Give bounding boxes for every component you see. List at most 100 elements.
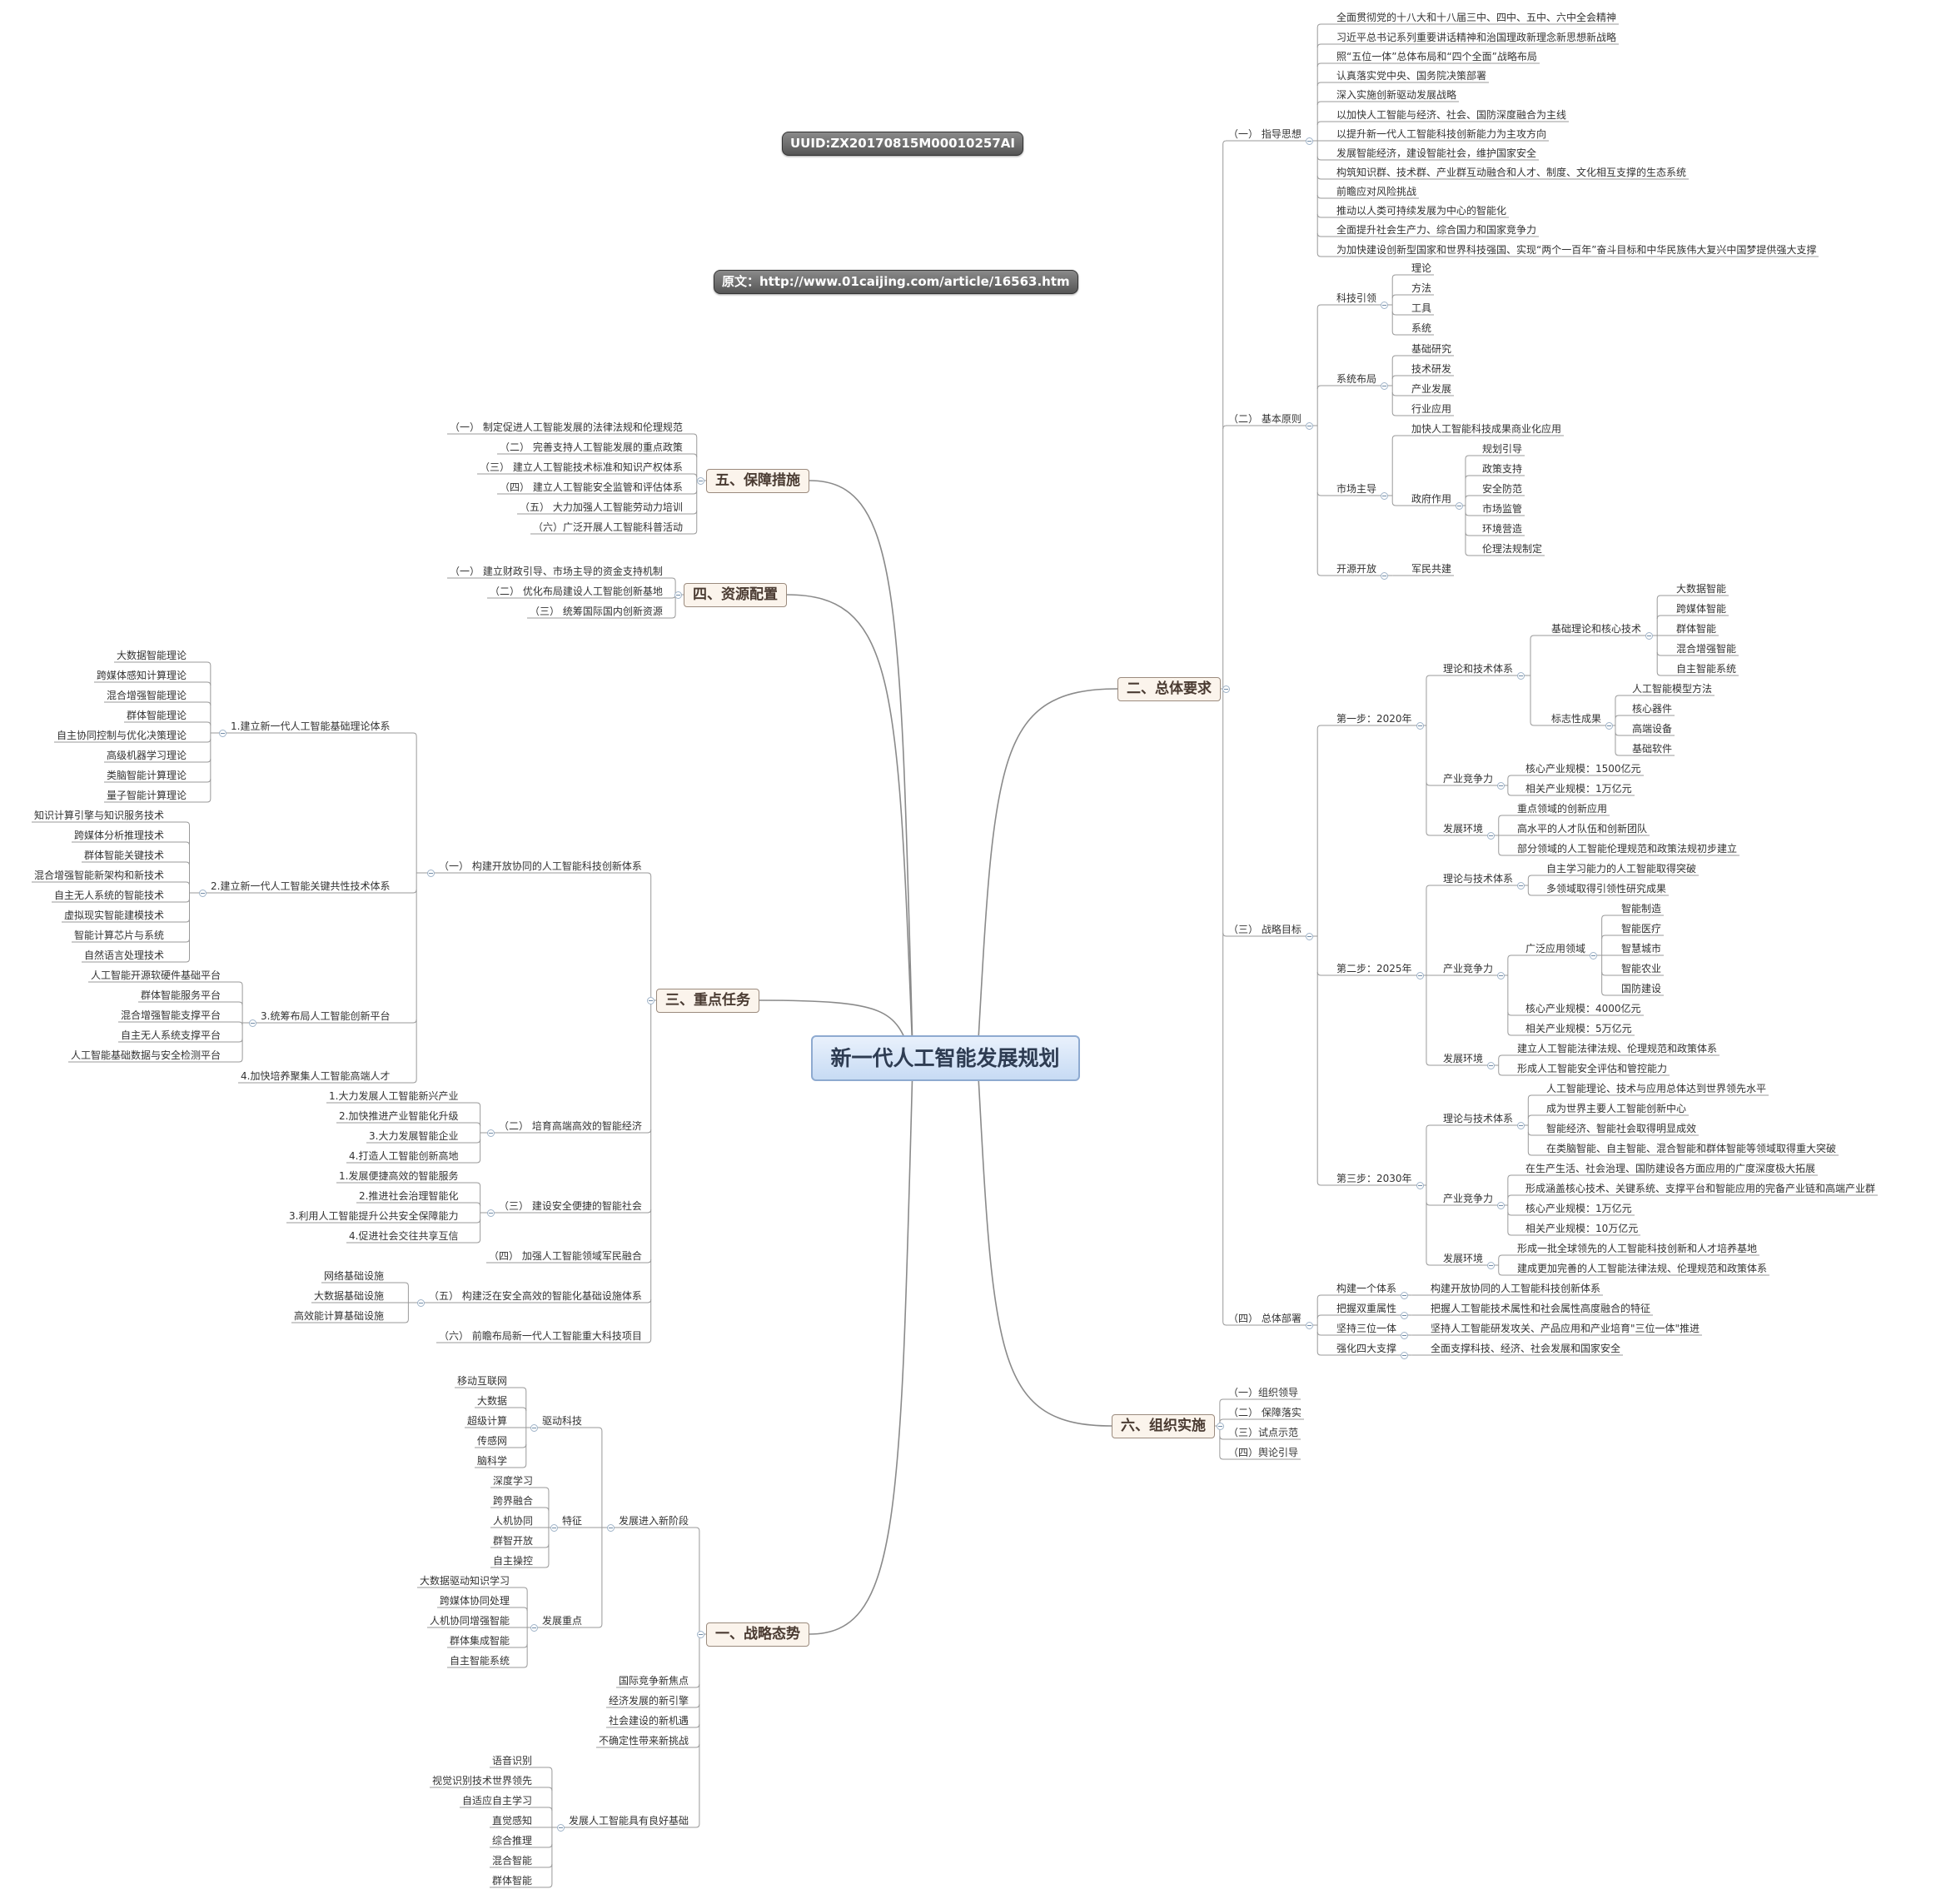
subtopic-node[interactable]: 以加快人工智能与经济、社会、国防深度融合为主线 bbox=[1336, 109, 1567, 121]
subtopic-node[interactable]: （五） 大力加强人工智能劳动力培训 bbox=[520, 501, 683, 513]
subtopic-node[interactable]: 2.加快推进产业智能化升级 bbox=[339, 1110, 459, 1122]
subtopic-node[interactable]: 3.大力发展智能企业 bbox=[369, 1130, 459, 1142]
collapse-toggle-icon[interactable] bbox=[1416, 1181, 1424, 1189]
subtopic-node[interactable]: 系统 bbox=[1411, 322, 1432, 334]
collapse-toggle-icon[interactable] bbox=[1497, 971, 1505, 979]
subtopic-node[interactable]: 语音识别 bbox=[492, 1755, 533, 1767]
subtopic-node[interactable]: 技术研发 bbox=[1411, 363, 1452, 375]
collapse-toggle-icon[interactable] bbox=[1416, 971, 1424, 979]
subtopic-node[interactable]: （一） 指导思想 bbox=[1228, 128, 1301, 140]
subtopic-node[interactable]: 群体智能理论 bbox=[127, 710, 187, 721]
subtopic-node[interactable]: 建成更加完善的人工智能法律法规、伦理规范和政策体系 bbox=[1517, 1263, 1768, 1274]
subtopic-node[interactable]: 前瞻应对风险挑战 bbox=[1336, 186, 1417, 197]
subtopic-node[interactable]: 推动以人类可持续发展为中心的智能化 bbox=[1336, 205, 1507, 217]
subtopic-node[interactable]: 产业竞争力 bbox=[1443, 773, 1494, 785]
subtopic-node[interactable]: （四） 建立人工智能安全监管和评估体系 bbox=[500, 481, 683, 493]
subtopic-node[interactable]: （二） 保障落实 bbox=[1228, 1407, 1301, 1418]
subtopic-node[interactable]: 军民共建 bbox=[1411, 563, 1452, 575]
main-topic[interactable]: 四、资源配置 bbox=[684, 582, 787, 607]
subtopic-node[interactable]: 理论与技术体系 bbox=[1443, 873, 1514, 885]
subtopic-node[interactable]: 规划引导 bbox=[1482, 443, 1523, 455]
subtopic-node[interactable]: 构建一个体系 bbox=[1336, 1283, 1397, 1294]
subtopic-node[interactable]: 自主无人系统的智能技术 bbox=[54, 890, 165, 901]
subtopic-node[interactable]: 在类脑智能、自主智能、混合智能和群体智能等领域取得重大突破 bbox=[1546, 1143, 1837, 1154]
subtopic-node[interactable]: 大数据智能 bbox=[1676, 583, 1727, 595]
subtopic-node[interactable]: 坚持三位一体 bbox=[1336, 1323, 1397, 1334]
subtopic-node[interactable]: 广泛应用领域 bbox=[1525, 943, 1586, 954]
subtopic-node[interactable]: 工具 bbox=[1411, 302, 1432, 314]
subtopic-node[interactable]: 知识计算引擎与知识服务技术 bbox=[34, 810, 165, 821]
subtopic-node[interactable]: 建立人工智能法律法规、伦理规范和政策体系 bbox=[1517, 1043, 1718, 1054]
subtopic-node[interactable]: 发展进入新阶段 bbox=[619, 1515, 689, 1527]
collapse-toggle-icon[interactable] bbox=[647, 996, 654, 1004]
subtopic-node[interactable]: 混合增强智能新架构和新技术 bbox=[34, 870, 165, 881]
collapse-toggle-icon[interactable] bbox=[1401, 1311, 1408, 1319]
collapse-toggle-icon[interactable] bbox=[427, 869, 435, 877]
subtopic-node[interactable]: 把握双重属性 bbox=[1336, 1303, 1397, 1314]
subtopic-node[interactable]: 人工智能基础数据与安全检测平台 bbox=[71, 1049, 221, 1061]
subtopic-node[interactable]: 为加快建设创新型国家和世界科技强国、实现“两个一百年”奋斗目标和中华民族伟大复兴… bbox=[1336, 244, 1817, 256]
subtopic-node[interactable]: 国防建设 bbox=[1621, 983, 1662, 994]
subtopic-node[interactable]: 跨媒体协同处理 bbox=[440, 1595, 510, 1607]
subtopic-node[interactable]: 网络基础设施 bbox=[324, 1270, 385, 1282]
subtopic-node[interactable]: （一） 制定促进人工智能发展的法律法规和伦理规范 bbox=[450, 421, 683, 433]
subtopic-node[interactable]: 系统布局 bbox=[1336, 373, 1377, 385]
subtopic-node[interactable]: （一）组织领导 bbox=[1228, 1387, 1299, 1398]
subtopic-node[interactable]: 科技引领 bbox=[1336, 292, 1377, 304]
subtopic-node[interactable]: 智能医疗 bbox=[1621, 923, 1662, 935]
subtopic-node[interactable]: 构建开放协同的人工智能科技创新体系 bbox=[1431, 1283, 1601, 1294]
collapse-toggle-icon[interactable] bbox=[1222, 685, 1230, 693]
subtopic-node[interactable]: 核心产业规模：1500亿元 bbox=[1525, 763, 1641, 775]
subtopic-node[interactable]: 2.建立新一代人工智能关键共性技术体系 bbox=[211, 880, 391, 892]
collapse-toggle-icon[interactable] bbox=[1497, 1201, 1505, 1209]
collapse-toggle-icon[interactable] bbox=[1487, 1261, 1495, 1269]
subtopic-node[interactable]: （四） 加强人工智能领域军民融合 bbox=[489, 1250, 642, 1262]
collapse-toggle-icon[interactable] bbox=[1306, 1321, 1313, 1329]
subtopic-node[interactable]: 第三步：2030年 bbox=[1336, 1173, 1412, 1184]
source-link-tag[interactable]: 原文：http://www.01caijing.com/article/1656… bbox=[714, 270, 1078, 294]
subtopic-node[interactable]: 市场主导 bbox=[1336, 483, 1377, 495]
subtopic-node[interactable]: 群体智能服务平台 bbox=[141, 989, 221, 1001]
subtopic-node[interactable]: 高端设备 bbox=[1632, 723, 1673, 735]
subtopic-node[interactable]: 人工智能模型方法 bbox=[1632, 683, 1713, 695]
subtopic-node[interactable]: （二） 完善支持人工智能发展的重点政策 bbox=[500, 441, 683, 453]
collapse-toggle-icon[interactable] bbox=[1456, 501, 1463, 510]
subtopic-node[interactable]: 自主协同控制与优化决策理论 bbox=[57, 730, 187, 741]
collapse-toggle-icon[interactable] bbox=[1517, 1121, 1525, 1129]
subtopic-node[interactable]: 脑科学 bbox=[477, 1455, 508, 1467]
subtopic-node[interactable]: 人机协同 bbox=[493, 1515, 534, 1527]
collapse-toggle-icon[interactable] bbox=[674, 591, 682, 599]
subtopic-node[interactable]: 群体智能 bbox=[1676, 623, 1717, 635]
collapse-toggle-icon[interactable] bbox=[530, 1423, 538, 1432]
subtopic-node[interactable]: 基础软件 bbox=[1632, 743, 1673, 755]
subtopic-node[interactable]: 在生产生活、社会治理、国防建设各方面应用的广度深度极大拓展 bbox=[1525, 1163, 1816, 1174]
subtopic-node[interactable]: 核心产业规模：4000亿元 bbox=[1525, 1003, 1641, 1014]
subtopic-node[interactable]: 产业发展 bbox=[1411, 383, 1452, 395]
subtopic-node[interactable]: 理论 bbox=[1411, 262, 1432, 274]
subtopic-node[interactable]: （四）舆论引导 bbox=[1228, 1447, 1299, 1458]
collapse-toggle-icon[interactable] bbox=[1590, 951, 1597, 959]
subtopic-node[interactable]: 以提升新一代人工智能科技创新能力为主攻方向 bbox=[1336, 128, 1547, 140]
collapse-toggle-icon[interactable] bbox=[1605, 721, 1613, 730]
subtopic-node[interactable]: 全面提升社会生产力、综合国力和国家竞争力 bbox=[1336, 224, 1537, 236]
subtopic-node[interactable]: 群体智能关键技术 bbox=[84, 850, 165, 861]
subtopic-node[interactable]: 特征 bbox=[562, 1515, 583, 1527]
subtopic-node[interactable]: （三） 统筹国际国内创新资源 bbox=[530, 606, 663, 617]
collapse-toggle-icon[interactable] bbox=[1381, 381, 1388, 390]
subtopic-node[interactable]: 2.推进社会治理智能化 bbox=[359, 1190, 459, 1202]
collapse-toggle-icon[interactable] bbox=[607, 1523, 615, 1532]
subtopic-node[interactable]: 自主智能系统 bbox=[1676, 663, 1737, 675]
subtopic-node[interactable]: 产业竞争力 bbox=[1443, 963, 1494, 974]
subtopic-node[interactable]: （二） 优化布局建设人工智能创新基地 bbox=[490, 586, 663, 597]
subtopic-node[interactable]: 视觉识别技术世界领先 bbox=[432, 1775, 533, 1787]
subtopic-node[interactable]: 自主智能系统 bbox=[450, 1655, 510, 1667]
collapse-toggle-icon[interactable] bbox=[1416, 721, 1424, 730]
subtopic-node[interactable]: （一） 构建开放协同的人工智能科技创新体系 bbox=[439, 860, 642, 872]
subtopic-node[interactable]: 发展智能经济，建设智能社会，维护国家安全 bbox=[1336, 147, 1537, 159]
subtopic-node[interactable]: （三） 战略目标 bbox=[1228, 924, 1301, 935]
subtopic-node[interactable]: 全面支撑科技、经济、社会发展和国家安全 bbox=[1431, 1343, 1621, 1354]
collapse-toggle-icon[interactable] bbox=[1401, 1291, 1408, 1299]
subtopic-node[interactable]: 核心产业规模：1万亿元 bbox=[1525, 1203, 1632, 1214]
collapse-toggle-icon[interactable] bbox=[1381, 301, 1388, 309]
subtopic-node[interactable]: （五） 构建泛在安全高效的智能化基础设施体系 bbox=[429, 1290, 642, 1302]
